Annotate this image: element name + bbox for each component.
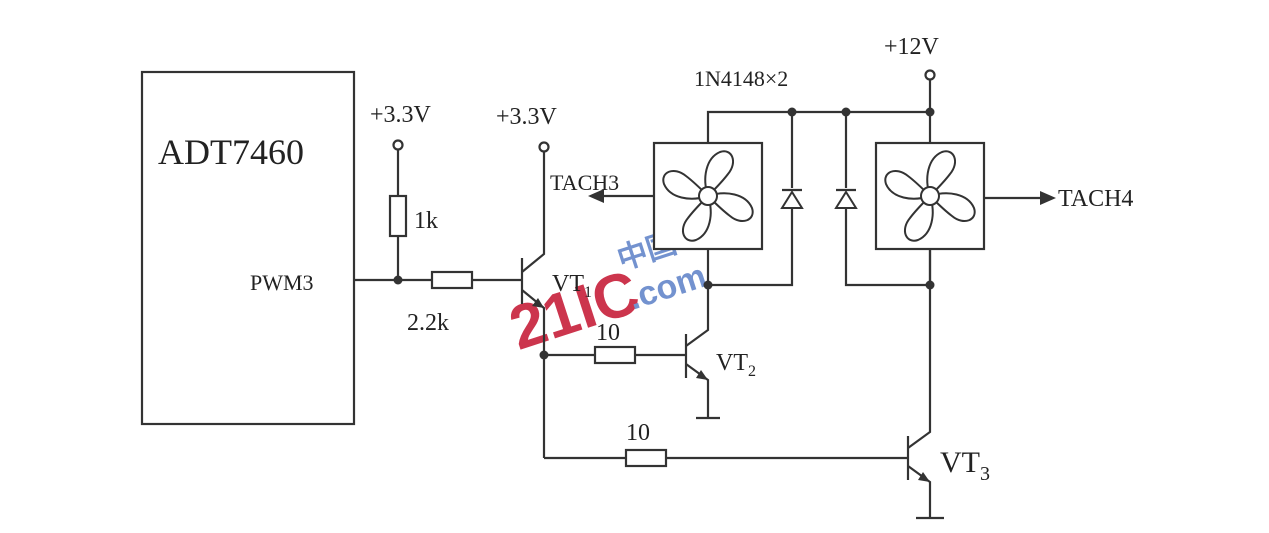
vt1-arrow: [532, 298, 544, 308]
fan-left-icon: [662, 150, 754, 242]
vt2-arrow: [696, 370, 708, 380]
resistor-2-2k: [430, 270, 474, 290]
vt3-arrow: [918, 472, 930, 482]
diode-left: [780, 190, 804, 209]
resistor-10-vt2-label: 10: [596, 320, 620, 346]
supply-terminal-12v: [924, 69, 936, 81]
tach4-label: TACH4: [1058, 186, 1133, 212]
adt7460-chip: [140, 70, 356, 426]
supply-bus: [706, 110, 930, 143]
resistor-1k-label: 1k: [414, 208, 438, 234]
junction-dot: [925, 107, 935, 117]
tach3-label: TACH3: [550, 170, 619, 195]
supply-12v-label: +12V: [884, 34, 940, 60]
diode-right-wire: [844, 112, 930, 287]
supply-3v3-right-label: +3.3V: [496, 104, 558, 130]
resistor-10-vt2: [593, 345, 637, 365]
diode-left-wire: [708, 112, 794, 287]
vt3-emitter: [907, 465, 932, 518]
fan-right-icon: [884, 150, 976, 242]
vt3-collector: [907, 248, 932, 449]
resistor-2-2k-label: 2.2k: [407, 310, 449, 336]
diodes-label: 1N4148×2: [694, 66, 788, 91]
vt1-collector: [521, 150, 546, 273]
resistor-10-vt3: [624, 448, 668, 468]
chip-name: ADT7460: [158, 132, 304, 172]
vt3-label: VT3: [940, 446, 990, 485]
vt2-collector: [685, 285, 710, 347]
resistor-10-vt3-label: 10: [626, 420, 650, 446]
supply-3v3-left-label: +3.3V: [370, 102, 432, 128]
diode-right: [834, 190, 858, 209]
vt2-emitter: [685, 363, 710, 418]
vt2-label: VT2: [716, 350, 756, 380]
tach4-arrow: [1040, 191, 1056, 205]
supply-terminal-left: [392, 139, 404, 151]
resistor-1k: [388, 194, 408, 238]
tach3-arrow: [588, 189, 604, 203]
supply-terminal-vt1: [538, 141, 550, 153]
pwm3-pin-label: PWM3: [250, 270, 314, 295]
vt1-label: VT1: [552, 271, 592, 301]
